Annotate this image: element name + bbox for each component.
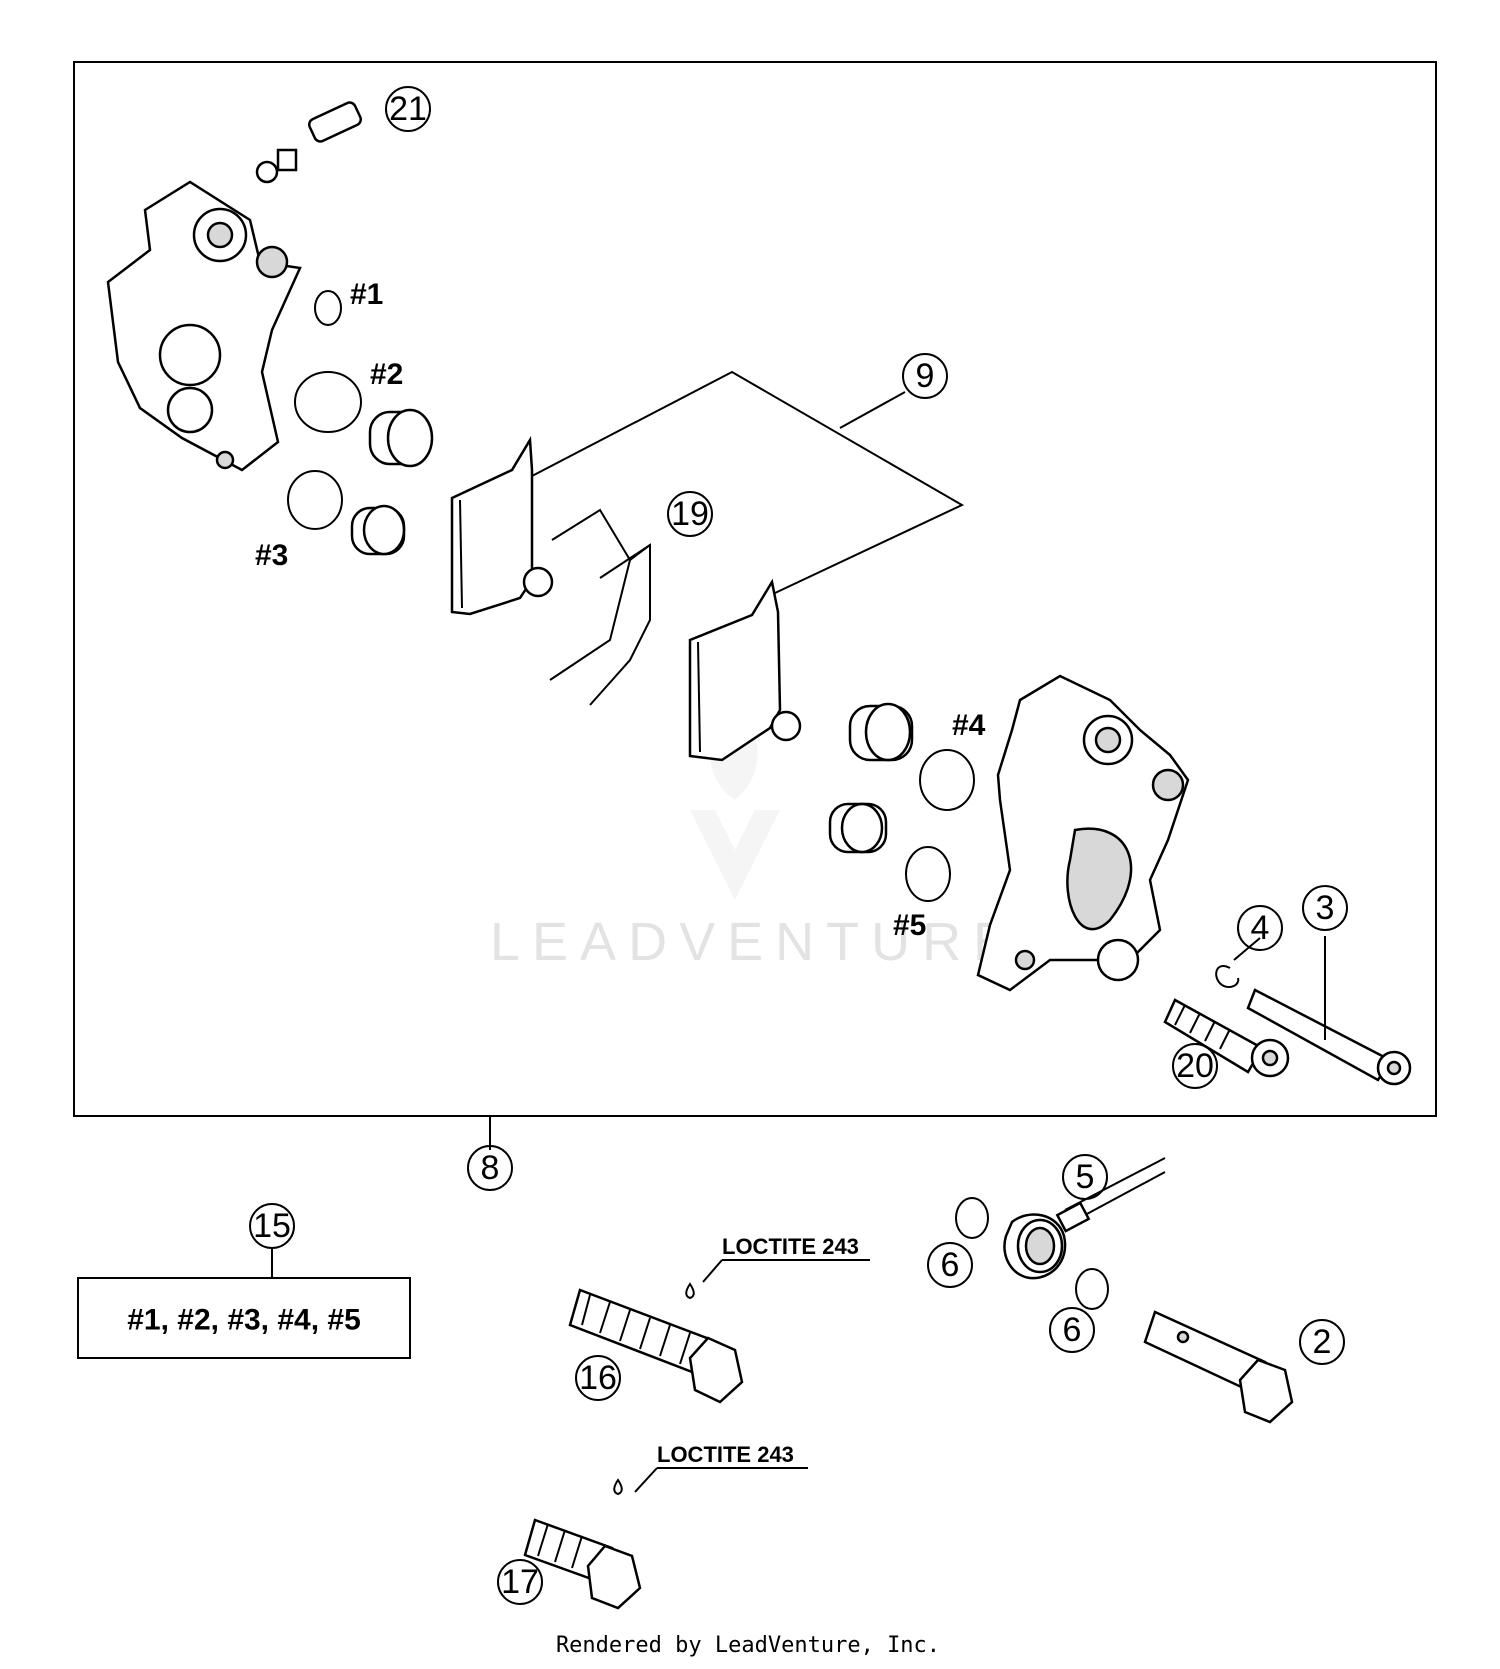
seal-3 — [287, 470, 343, 530]
callout-8: 8 — [467, 1145, 513, 1191]
mounting-bolt-17 — [523, 1518, 642, 1610]
bleeder-screw — [255, 101, 363, 184]
svg-text:4: 4 — [1251, 909, 1270, 947]
seal-1 — [314, 290, 342, 326]
mounting-bolt-16 — [568, 1288, 744, 1404]
seal-5 — [905, 846, 951, 902]
leader-line-9 — [531, 370, 965, 594]
loctite-drop-17 — [613, 1478, 623, 1496]
seal-label-1: #1 — [350, 278, 383, 311]
svg-text:9: 9 — [916, 357, 935, 395]
piston-upper-right — [848, 702, 914, 762]
svg-text:16: 16 — [579, 1359, 617, 1397]
caliper-half-left — [106, 180, 302, 472]
callout-6-lower: 6 — [1049, 1307, 1095, 1353]
banjo-bolt — [1143, 1310, 1294, 1424]
loctite-note-16: LOCTITE 243 — [722, 1234, 859, 1259]
caliper-half-right — [976, 674, 1190, 992]
footer-credit: Rendered by LeadVenture, Inc. — [556, 1633, 940, 1658]
pad-spring — [549, 508, 651, 706]
svg-text:2: 2 — [1313, 1323, 1332, 1361]
callout-2: 2 — [1299, 1319, 1345, 1365]
seal-kit-contents: #1, #2, #3, #4, #5 — [127, 1304, 361, 1337]
svg-text:21: 21 — [389, 90, 427, 128]
brake-hose-banjo — [1003, 1157, 1166, 1280]
loctite-drop-16 — [685, 1282, 695, 1300]
callout-16: 16 — [575, 1355, 621, 1401]
callout-3: 3 — [1302, 885, 1348, 931]
callout-5: 5 — [1062, 1154, 1108, 1200]
seal-label-5: #5 — [893, 909, 926, 942]
callout-20: 20 — [1172, 1043, 1218, 1089]
brake-pad-right — [688, 578, 802, 762]
svg-text:19: 19 — [671, 495, 709, 533]
seal-label-3: #3 — [255, 539, 288, 572]
svg-text:20: 20 — [1176, 1047, 1214, 1085]
callout-19: 19 — [667, 491, 713, 537]
callout-6-upper: 6 — [927, 1242, 973, 1288]
piston-lower-right — [828, 802, 888, 854]
svg-text:15: 15 — [253, 1207, 291, 1245]
seal-4 — [919, 749, 975, 811]
svg-text:5: 5 — [1076, 1158, 1095, 1196]
piston-lower-left — [350, 504, 406, 556]
seal-label-2: #2 — [370, 358, 403, 391]
svg-text:17: 17 — [501, 1563, 539, 1601]
seal-label-4: #4 — [952, 709, 986, 742]
loctite-note-17: LOCTITE 243 — [657, 1442, 794, 1467]
callout-15: 15 — [249, 1203, 295, 1249]
callout-21: 21 — [385, 86, 431, 132]
svg-text:6: 6 — [1063, 1311, 1082, 1349]
callout-9: 9 — [902, 353, 948, 399]
svg-text:8: 8 — [481, 1149, 500, 1187]
seal-kit-box — [77, 1277, 411, 1359]
piston-upper-left — [368, 408, 434, 468]
caliper-bolt-20 — [1163, 998, 1290, 1078]
caliper-assembly-frame — [73, 61, 1437, 1117]
seal-2 — [294, 371, 362, 433]
washer-upper — [955, 1197, 989, 1239]
callout-4: 4 — [1237, 905, 1283, 951]
brake-pad-left — [450, 435, 554, 616]
pad-pin — [1246, 988, 1412, 1086]
svg-text:6: 6 — [941, 1246, 960, 1284]
watermark-text: LEADVENTURE — [490, 912, 1021, 972]
retaining-clip — [1215, 965, 1240, 988]
washer-lower — [1075, 1268, 1109, 1310]
svg-text:3: 3 — [1316, 889, 1335, 927]
callout-17: 17 — [497, 1559, 543, 1605]
